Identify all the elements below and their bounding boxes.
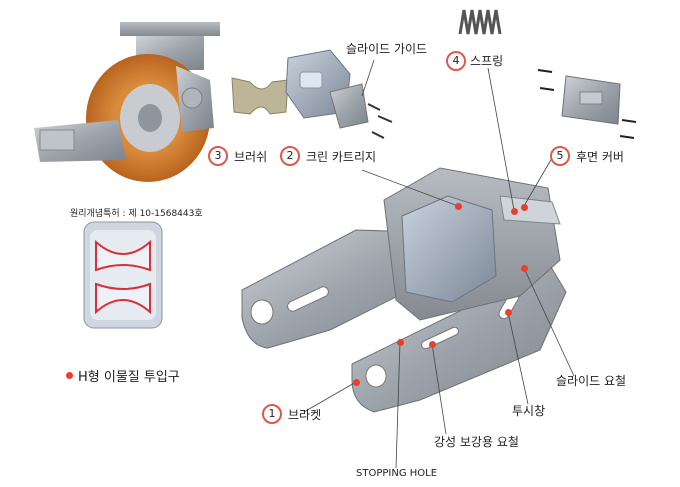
rear-cover-label: 후면 커버 [576,150,624,164]
pointer-dot-bracket [353,379,360,386]
slide-guide-label: 슬라이드 가이드 [346,42,428,56]
caster-photo [34,22,220,182]
rear-cover-part [537,69,637,139]
part-number-4: 4 [446,51,466,71]
pointer-dot-stopping [397,339,404,346]
bracket-label: 브라켓 [288,408,322,422]
part-number-3: 3 [208,146,228,166]
slide-slot-label: 슬라이드 요철 [556,374,627,388]
pointer-dot-cartridge [455,203,462,210]
pointer-dot-window [505,309,512,316]
part-number-2: 2 [280,146,300,166]
h-intake-illustration [83,221,163,329]
part-number-5: 5 [550,146,570,166]
cartridge-label: 크린 카트리지 [306,150,377,164]
leader-lines [303,59,575,469]
pointer-dot-spring [511,208,518,215]
intake-label: H형 이물질 투입구 [78,370,180,385]
pointer-dot-slide-slot [521,265,528,272]
cartridge-exploded [285,49,369,129]
view-window-label: 투시창 [512,404,546,418]
part-number-1: 1 [262,404,282,424]
screws [367,103,393,139]
pointer-dot-cover [521,204,528,211]
reinforce-slot-label: 강성 보강용 요철 [434,435,519,449]
intake-bullet [66,372,73,379]
pointer-dot-reinforce [429,341,436,348]
brush-label: 브러쉬 [234,150,268,164]
patent-note: 원리개념특허 : 제 10-1568443호 [70,209,203,219]
bracket-assembly [241,167,567,413]
spring-label: 스프링 [470,54,504,68]
brush-part [231,77,289,115]
spring-part [458,9,502,35]
stopping-hole-label: STOPPING HOLE [356,468,438,479]
